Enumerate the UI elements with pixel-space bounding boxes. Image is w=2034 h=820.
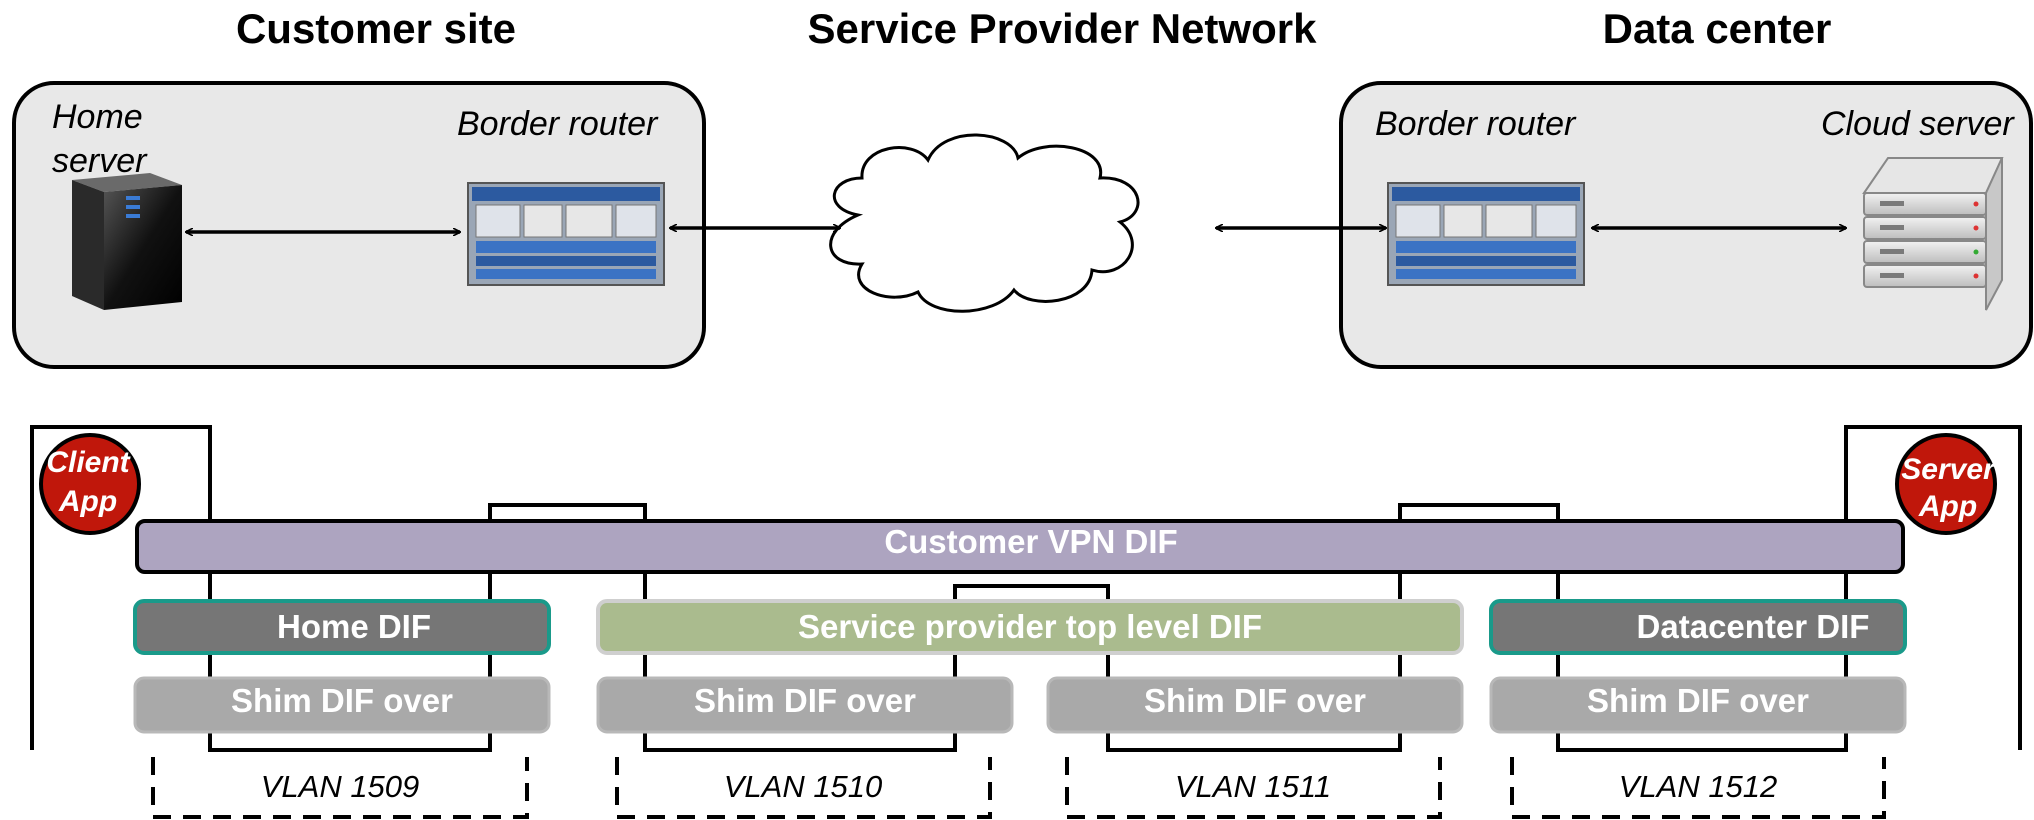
datacenter-dif: Datacenter DIF	[1489, 599, 1907, 655]
vlan-1509-box	[151, 757, 529, 819]
customer-vpn-dif: Customer VPN DIF	[135, 519, 1905, 574]
svg-text:Shim DIF over: Shim DIF over	[694, 682, 916, 719]
svg-text:Client: Client	[46, 446, 131, 479]
vlan-1509-label: VLAN 1509	[261, 769, 420, 804]
shim-dif-1: Shim DIF over	[133, 676, 551, 734]
cloud-server-label: Cloud server	[1821, 105, 2015, 143]
cloud-server-icon	[1862, 157, 2004, 311]
svg-text:Shim DIF over: Shim DIF over	[1587, 682, 1809, 719]
shim-dif-2: Shim DIF over	[596, 676, 1014, 734]
vlan-1512-label: VLAN 1512	[1619, 769, 1778, 804]
provider-cloud-icon	[829, 133, 1140, 313]
svg-text:App: App	[1918, 490, 1977, 523]
heading-provider-network: Service Provider Network	[808, 5, 1318, 52]
svg-text:Service provider top level DIF: Service provider top level DIF	[798, 608, 1262, 645]
server-app-badge: Server App	[1895, 433, 1997, 535]
home-server-label: Home server	[52, 98, 152, 180]
vlan-1511-box	[1065, 757, 1442, 819]
border-router-left-label: Border router	[457, 105, 659, 143]
vlan-1510-label: VLAN 1510	[724, 769, 883, 804]
stack-path-outline	[30, 425, 2022, 752]
home-dif: Home DIF	[133, 599, 551, 655]
home-server-icon	[72, 173, 182, 310]
vlan-1512-box	[1510, 757, 1886, 819]
heading-data-center: Data center	[1603, 5, 1832, 52]
client-app-badge: Client App	[39, 433, 141, 535]
shim-dif-4: Shim DIF over	[1489, 676, 1907, 734]
svg-text:App: App	[58, 485, 117, 518]
svg-text:Shim DIF over: Shim DIF over	[231, 682, 453, 719]
svg-text:Customer VPN DIF: Customer VPN DIF	[884, 523, 1177, 560]
svg-text:Datacenter DIF: Datacenter DIF	[1637, 608, 1870, 645]
shim-dif-3: Shim DIF over	[1046, 676, 1464, 734]
provider-top-level-dif: Service provider top level DIF	[596, 599, 1464, 655]
svg-text:Server: Server	[1901, 453, 1997, 486]
svg-text:Shim DIF over: Shim DIF over	[1144, 682, 1366, 719]
vlan-1511-label: VLAN 1511	[1175, 769, 1331, 804]
svg-text:Home DIF: Home DIF	[277, 608, 431, 645]
border-router-right-icon	[1387, 182, 1585, 286]
border-router-left-icon	[467, 182, 665, 286]
vlan-1510-box	[615, 757, 992, 819]
border-router-right-label: Border router	[1375, 105, 1577, 143]
heading-customer-site: Customer site	[236, 5, 516, 52]
